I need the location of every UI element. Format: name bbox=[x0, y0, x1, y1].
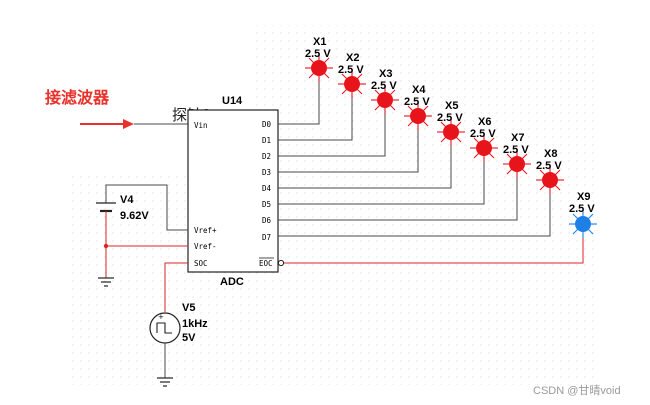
pin-vref-plus: Vref+ bbox=[194, 226, 217, 235]
led-lamp bbox=[377, 92, 393, 108]
v4-value: 9.62V bbox=[120, 210, 149, 222]
led-lamp bbox=[443, 124, 459, 140]
pin-d3: D3 bbox=[262, 168, 271, 177]
ground-symbol-v5 bbox=[157, 377, 173, 387]
watermark: CSDN @甘晴void bbox=[533, 384, 621, 397]
pin-d6: D6 bbox=[262, 216, 272, 225]
pin-d7: D7 bbox=[262, 233, 271, 242]
led-lamp bbox=[509, 156, 525, 172]
led-lamp bbox=[542, 172, 558, 188]
led-ref: X3 bbox=[379, 68, 392, 80]
probe-indicator[interactable]: X2 2.5 V bbox=[338, 52, 366, 98]
pin-vin: Vin bbox=[194, 121, 208, 130]
v4-ref: V4 bbox=[120, 194, 134, 206]
led-ref: X5 bbox=[445, 100, 458, 112]
led-voltage: 2.5 V bbox=[536, 160, 562, 172]
probe-indicator[interactable]: X6 2.5 V bbox=[470, 116, 498, 162]
led-lamp bbox=[344, 76, 360, 92]
v5-amp: 5V bbox=[182, 332, 196, 344]
adc-component[interactable]: U14 ADC Vin Vref+ Vref- SOC D0 D1 D2 D3 … bbox=[187, 95, 285, 288]
v5-freq: 1kHz bbox=[182, 318, 208, 330]
led-voltage: 2.5 V bbox=[470, 128, 496, 140]
pin-eoc: EOC bbox=[259, 259, 273, 268]
junction-dot bbox=[103, 243, 109, 249]
pin-d5: D5 bbox=[262, 200, 271, 209]
probe-indicator[interactable]: X7 2.5 V bbox=[503, 132, 531, 178]
plus-sign-icon: + bbox=[158, 313, 164, 321]
probe-indicator[interactable]: X3 2.5 V bbox=[371, 68, 399, 114]
v4-source[interactable]: V4 9.62V bbox=[96, 184, 188, 278]
output-wires bbox=[278, 78, 584, 264]
adc-name: ADC bbox=[220, 276, 244, 288]
led-lamp bbox=[311, 60, 327, 76]
led-voltage: 2.5 V bbox=[371, 80, 397, 92]
filter-annotation: 接滤波器 bbox=[45, 88, 110, 107]
led-ref: X7 bbox=[511, 132, 524, 144]
probe-indicator[interactable]: X1 2.5 V bbox=[305, 36, 333, 82]
pin-d1: D1 bbox=[262, 136, 271, 145]
pin-d2: D2 bbox=[262, 152, 271, 161]
led-ref: X8 bbox=[544, 148, 557, 160]
ground-symbol-v4 bbox=[98, 277, 114, 287]
adc-ref: U14 bbox=[222, 95, 243, 107]
led-voltage: 2.5 V bbox=[404, 96, 430, 108]
square-wave-icon bbox=[156, 322, 172, 334]
adc-body[interactable] bbox=[187, 109, 279, 273]
led-voltage: 2.5 V bbox=[305, 48, 331, 60]
led-voltage: 2.5 V bbox=[503, 144, 529, 156]
pin-soc: SOC bbox=[194, 259, 208, 268]
led-voltage: 2.5 V bbox=[569, 203, 595, 215]
probe-indicator[interactable]: X8 2.5 V bbox=[536, 148, 564, 194]
led-ref: X4 bbox=[412, 84, 426, 96]
red-arrow bbox=[80, 119, 134, 129]
soc-wire bbox=[164, 262, 188, 312]
led-ref: X1 bbox=[313, 36, 326, 48]
pin-vref-minus: Vref- bbox=[194, 242, 217, 251]
led-lamp bbox=[476, 140, 492, 156]
led-lamp bbox=[575, 216, 591, 232]
probe-indicator[interactable]: X9 2.5 V bbox=[569, 191, 597, 238]
led-lamp bbox=[410, 108, 426, 124]
pin-d4: D4 bbox=[262, 184, 272, 193]
led-ref: X9 bbox=[577, 191, 590, 203]
led-voltage: 2.5 V bbox=[437, 112, 463, 124]
grid-dots-right bbox=[255, 25, 600, 385]
probe-indicator[interactable]: X4 2.5 V bbox=[404, 84, 432, 130]
v5-source[interactable]: + V5 1kHz 5V bbox=[149, 262, 208, 378]
eoc-inversion-bubble bbox=[277, 259, 285, 267]
led-voltage: 2.5 V bbox=[338, 64, 364, 76]
led-ref: X2 bbox=[346, 52, 359, 64]
vref-plus-wire bbox=[105, 184, 188, 231]
v5-ref: V5 bbox=[182, 302, 195, 314]
pin-d0: D0 bbox=[262, 120, 272, 129]
led-ref: X6 bbox=[478, 116, 491, 128]
probe-indicator[interactable]: X5 2.5 V bbox=[437, 100, 465, 146]
